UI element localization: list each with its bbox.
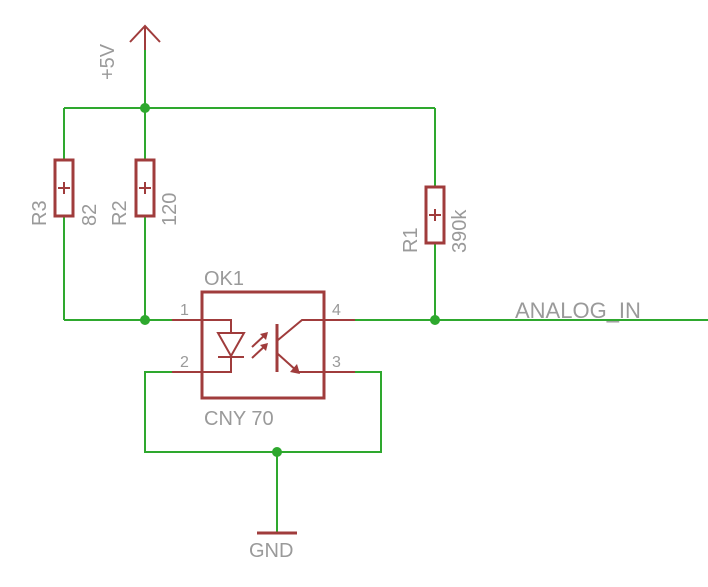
optocoupler-body [200,290,326,400]
net-label-analog-in: ANALOG_IN [515,298,641,323]
optocoupler-ok1: OK1 CNY 70 1 2 3 4 [172,268,355,430]
junctions [140,103,440,457]
r2-ref: R2 [109,200,131,226]
junction-top [140,103,150,113]
resistor-r3: R3 82 [29,158,101,226]
r1-ref: R1 [400,227,422,253]
pin-3-number: 3 [332,354,341,371]
r3-ref: R3 [29,200,51,226]
supply-arrow-icon [129,24,161,50]
pin-4-number: 4 [332,302,341,319]
resistor-r1: R1 390k [400,185,471,253]
junction-analog [430,315,440,325]
r1-value: 390k [449,209,471,253]
phototransistor-icon [275,319,324,374]
r3-value: 82 [79,204,101,226]
resistor-r2: R2 120 [109,158,181,226]
ground-label: GND [249,540,293,562]
wires [63,30,708,532]
optocoupler-part: CNY 70 [204,408,274,430]
wire-ground-loop [144,371,382,453]
junction-ground [272,447,282,457]
light-emission-arrows-icon [251,332,268,359]
junction-anode [140,315,150,325]
pin-2-number: 2 [180,354,189,371]
led-diode-icon [202,319,246,373]
optocoupler-ref: OK1 [204,268,244,290]
supply-label: +5V [97,43,119,80]
r2-value: 120 [159,193,181,226]
pin-1-number: 1 [180,302,189,319]
